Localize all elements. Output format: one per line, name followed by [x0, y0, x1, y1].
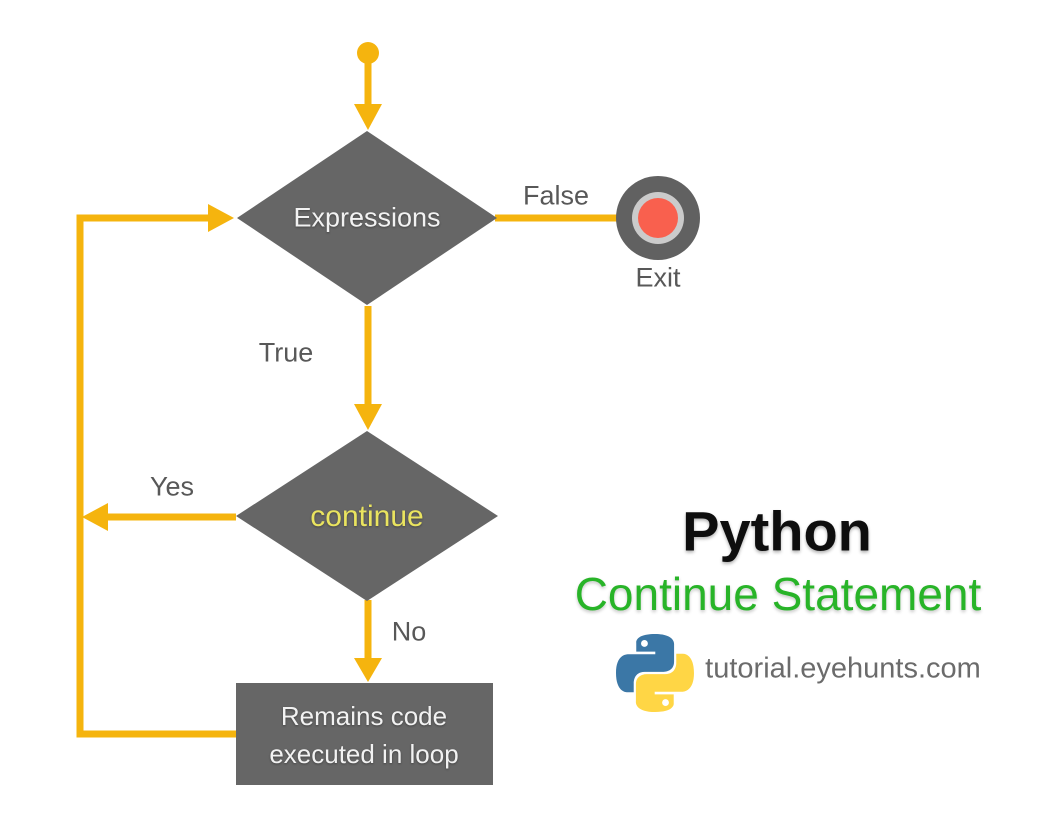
connector-lines [76, 54, 620, 738]
arrowhead-true-down [354, 404, 382, 430]
expressions-label: Expressions [293, 202, 441, 233]
python-logo-yellow-snake [635, 653, 694, 712]
python-logo-svg [616, 634, 694, 712]
process-label: Remains code executed in loop [269, 697, 458, 773]
true-edge-label: True [258, 337, 314, 368]
expressions-diamond [237, 131, 497, 305]
arrowhead-yes-left [82, 503, 108, 531]
arrowheads [82, 104, 382, 682]
continue-label: continue [310, 500, 424, 533]
exit-inner-circle [638, 198, 678, 238]
yes-edge-label: Yes [149, 471, 195, 502]
continue-diamond [236, 431, 498, 601]
exit-label: Exit [635, 262, 681, 293]
arrowhead-no-down [354, 658, 382, 682]
process-label-line2: executed in loop [269, 739, 459, 769]
python-logo-icon [616, 631, 694, 715]
exit-node [616, 176, 700, 260]
brand-title: Python [682, 499, 872, 563]
loop-back-line [76, 214, 240, 738]
start-dot [357, 42, 379, 64]
process-rect [236, 683, 493, 785]
python-logo-blue-snake [616, 634, 675, 693]
site-url-text: tutorial.eyehunts.com [705, 652, 981, 685]
brand-subtitle: Continue Statement [574, 568, 982, 620]
process-label-line1: Remains code [280, 701, 448, 731]
false-edge-label: False [522, 180, 590, 211]
no-edge-label: No [391, 616, 427, 647]
arrowhead-start-down [354, 104, 382, 130]
arrowhead-loop-right [208, 204, 234, 232]
